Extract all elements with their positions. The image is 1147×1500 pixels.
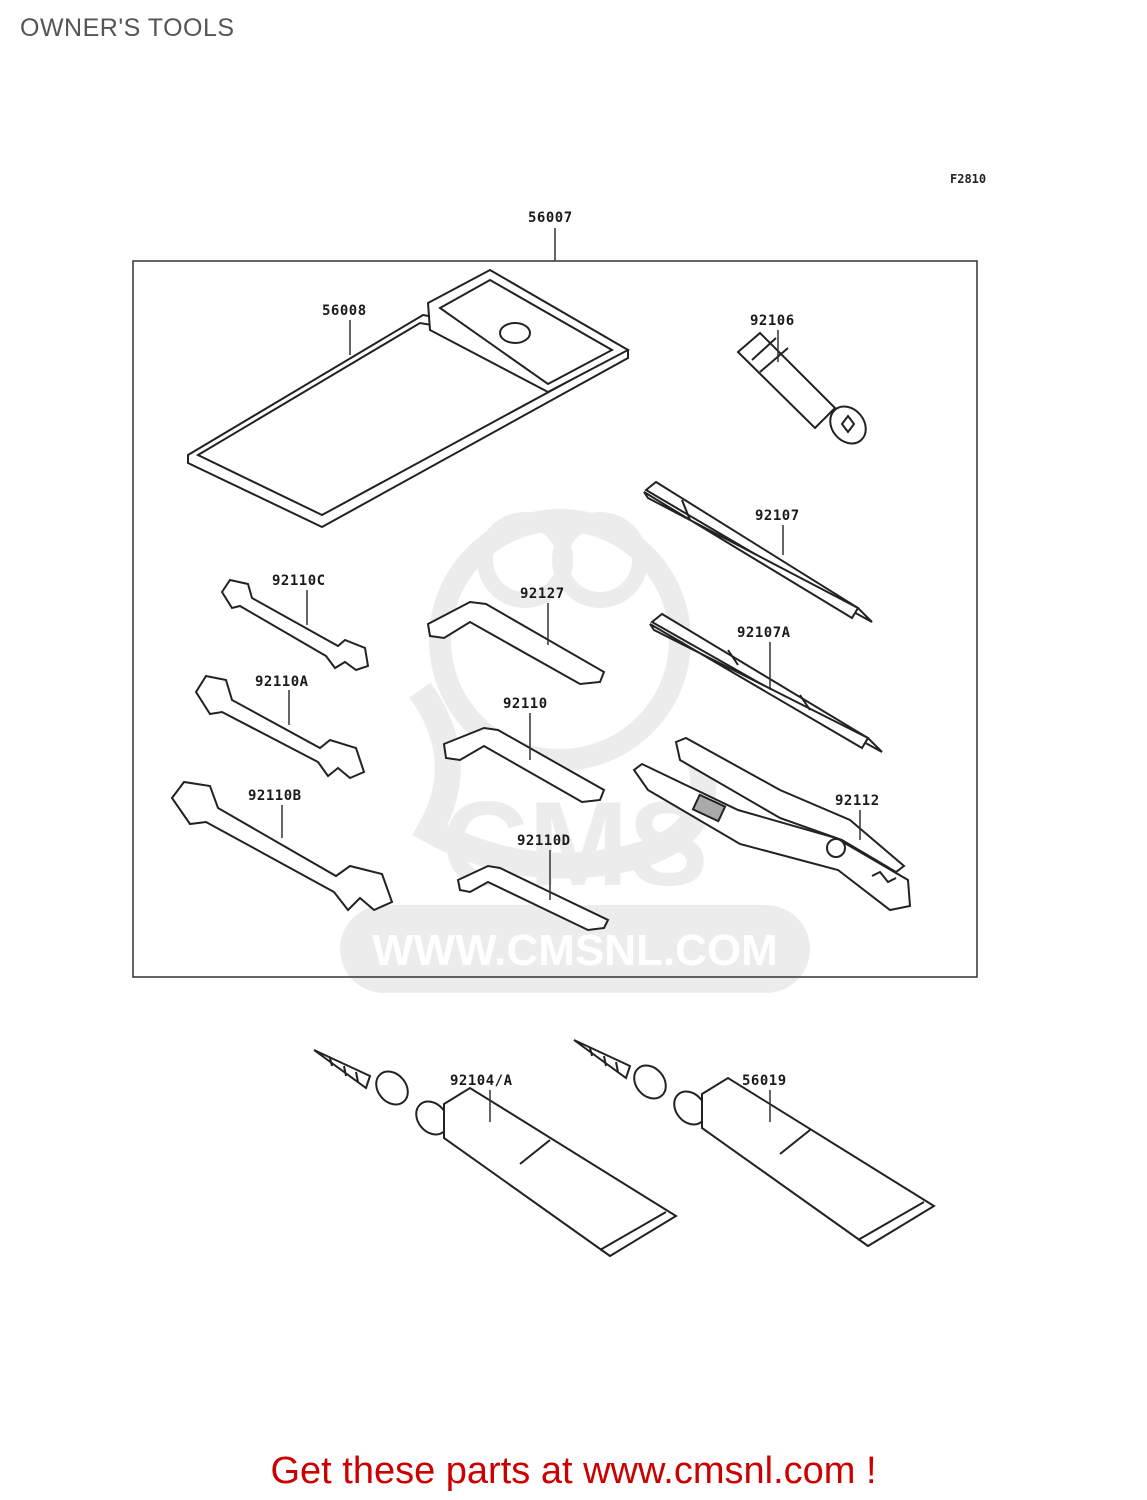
label-56008: 56008 <box>322 303 367 319</box>
hex-key-92127 <box>426 600 606 686</box>
label-92127: 92127 <box>520 586 565 602</box>
label-92104A: 92104/A <box>450 1073 513 1089</box>
wrench-92110B <box>170 780 394 912</box>
tool-bag <box>187 268 631 529</box>
label-92107: 92107 <box>755 508 800 524</box>
label-56007: 56007 <box>528 210 573 226</box>
label-92107A: 92107A <box>737 625 791 641</box>
label-92110A: 92110A <box>255 674 309 690</box>
figure-code: F2810 <box>950 172 987 186</box>
box-wrench-92106 <box>736 331 867 445</box>
hex-key-92110 <box>442 726 606 804</box>
label-92110C: 92110C <box>272 573 326 589</box>
repair-tube-92104A <box>313 1049 678 1258</box>
label-92110D: 92110D <box>517 833 571 849</box>
repair-tube-56019 <box>573 1039 936 1248</box>
screwdriver-92107 <box>643 480 873 623</box>
wrench-92110A <box>194 674 366 780</box>
hex-key-92110D <box>456 864 610 932</box>
label-92106: 92106 <box>750 313 795 329</box>
page-title: OWNER'S TOOLS <box>20 14 235 42</box>
watermark-url-text: WWW.CMSNL.COM <box>372 926 778 975</box>
pliers-92112 <box>632 736 912 912</box>
screwdriver-92107A <box>649 612 883 753</box>
wrench-92110C <box>220 578 370 672</box>
label-92110B: 92110B <box>248 788 302 804</box>
label-56019: 56019 <box>742 1073 787 1089</box>
promo-link[interactable]: Get these parts at www.cmsnl.com ! <box>270 1450 877 1492</box>
label-92112: 92112 <box>835 793 880 809</box>
label-92110: 92110 <box>503 696 548 712</box>
parts-diagram: CMS WWW.CMSNL.COM 56007 56008 92106 9210… <box>132 210 978 1258</box>
